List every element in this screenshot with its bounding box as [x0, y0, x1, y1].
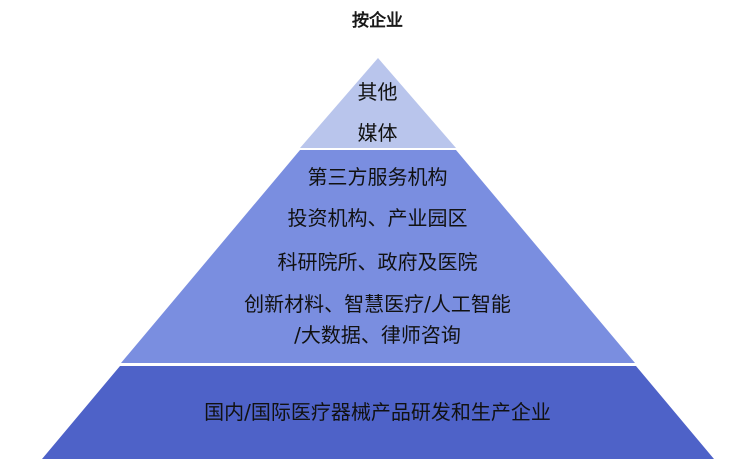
tier-middle-line-2: 投资机构、产业园区: [287, 206, 468, 230]
tier-bottom-line-1: 国内/国际医疗器械产品研发和生产企业: [204, 400, 551, 424]
tier-middle-line-5: /大数据、律师咨询: [294, 323, 461, 347]
tier-middle-line-3: 科研院所、政府及医院: [277, 250, 478, 274]
tier-middle-line-4: 创新材料、智慧医疗/人工智能: [244, 292, 511, 316]
tier-top-line-2: 媒体: [357, 121, 398, 145]
pyramid-tier-middle: [121, 150, 635, 363]
tier-middle-line-1: 第三方服务机构: [307, 165, 448, 189]
tier-top-line-1: 其他: [357, 80, 398, 104]
diagram-title: 按企业: [352, 11, 403, 31]
pyramid-tier-bottom: [42, 366, 714, 459]
pyramid-tier-top: [300, 58, 456, 148]
